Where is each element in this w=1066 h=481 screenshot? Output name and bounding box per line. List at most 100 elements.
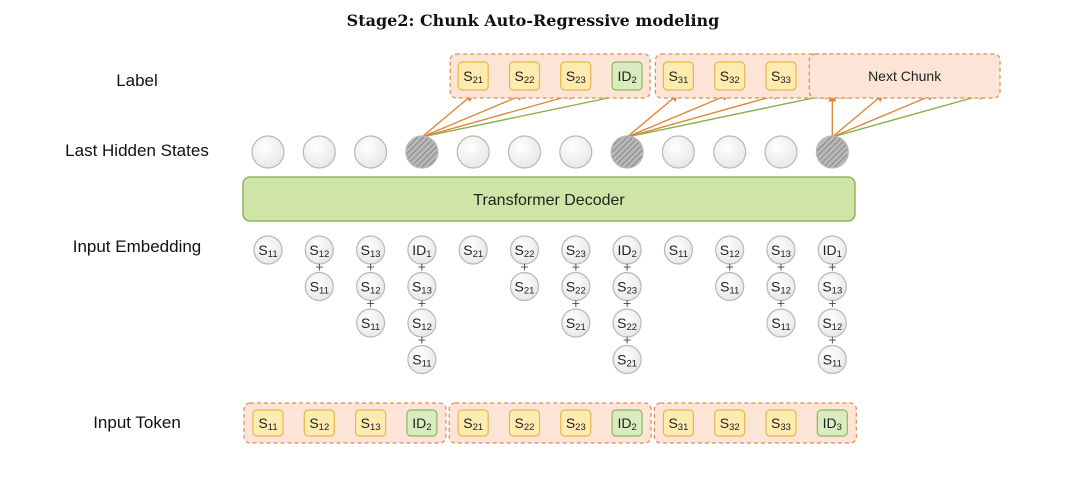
- hidden-state: [507, 135, 542, 169]
- input-token-label: S33: [771, 415, 791, 433]
- embedding-plus-sign: +: [828, 261, 837, 274]
- label-token-label: S32: [720, 68, 740, 86]
- embedding-plus-sign: +: [828, 297, 837, 310]
- embedding-node-label: S13: [361, 242, 381, 260]
- label-token-label: S31: [668, 68, 688, 86]
- row-label-label: Label: [116, 71, 158, 90]
- embedding-node: [356, 271, 386, 302]
- embedding-node: [561, 308, 591, 338]
- label-token-label: S22: [515, 68, 535, 86]
- embedding-plus-sign: +: [417, 261, 426, 274]
- embedding-node: [612, 308, 642, 338]
- input-token-label: S12: [309, 415, 329, 433]
- input-token-label: S13: [361, 415, 381, 433]
- embedding-node-label: S13: [822, 279, 842, 297]
- label-token-box: [508, 61, 541, 91]
- embedding-node: [253, 235, 283, 265]
- hidden-state: [713, 135, 747, 169]
- embedding-node: [817, 308, 847, 338]
- embedding-node: [766, 271, 796, 302]
- next-chunk-label: Next Chunk: [868, 68, 942, 84]
- embedding-plus-sign: +: [571, 261, 580, 274]
- input-token-chunk: [243, 402, 447, 444]
- transformer-decoder-box: [242, 176, 856, 222]
- embedding-node: [817, 235, 847, 265]
- embedding-node: [612, 235, 642, 265]
- embedding-node-label: S11: [669, 242, 688, 260]
- embedding-plus-sign: +: [520, 261, 529, 274]
- diagram-title: Stage2: Chunk Auto-Regressive modeling: [347, 11, 720, 30]
- input-token-box: [303, 409, 335, 437]
- embedding-node-label: S12: [822, 315, 842, 333]
- embedding-plus-sign: +: [622, 261, 631, 274]
- token-prediction-arrow: [421, 93, 526, 138]
- next-chunk-box: [808, 53, 1001, 99]
- embedding-node-label: S11: [823, 352, 842, 370]
- id-prediction-arrow: [626, 91, 834, 138]
- input-token-label: S22: [515, 415, 535, 433]
- embedding-node-label: S22: [515, 242, 535, 260]
- embedding-node-label: S12: [771, 279, 791, 297]
- input-token-box: [406, 409, 438, 437]
- input-token-box: [662, 409, 695, 437]
- embedding-node-label: S12: [309, 242, 329, 260]
- label-token-label: S23: [566, 68, 586, 86]
- embedding-node-label: S22: [566, 279, 586, 297]
- embedding-node-label: ID2: [617, 242, 636, 260]
- embedding-node: [407, 344, 437, 375]
- embedding-node: [407, 235, 437, 265]
- embedding-plus-sign: +: [828, 334, 837, 347]
- embedding-plus-sign: +: [417, 297, 426, 310]
- embedding-node-label: S11: [720, 279, 739, 297]
- token-prediction-arrow: [626, 93, 680, 138]
- embedding-node: [304, 235, 334, 265]
- embedding-node-label: S13: [412, 279, 432, 297]
- embedding-node-label: S23: [566, 242, 586, 260]
- embedding-plus-sign: +: [725, 261, 734, 274]
- label-token-box: [611, 61, 643, 91]
- embedding-plus-sign: +: [622, 334, 631, 347]
- embedding-plus-sign: +: [315, 261, 324, 274]
- embedding-node: [766, 308, 796, 338]
- embedding-node-label: S21: [617, 352, 637, 370]
- embedding-node-label: S11: [771, 315, 790, 333]
- input-token-chunk: [653, 402, 857, 444]
- input-token-label: S23: [566, 415, 586, 433]
- embedding-node-label: S21: [566, 315, 586, 333]
- token-prediction-arrow: [832, 93, 936, 138]
- input-token-label: S32: [720, 415, 740, 433]
- id-prediction-arrow: [832, 91, 988, 138]
- embedding-node: [356, 308, 386, 338]
- hidden-states-row: [251, 135, 849, 169]
- input-token-box: [457, 409, 489, 437]
- embedding-node: [509, 271, 540, 302]
- row-label-input-embedding: Input Embedding: [73, 237, 202, 256]
- input-token-box: [355, 409, 387, 437]
- row-label-input-token: Input Token: [93, 413, 181, 432]
- token-prediction-arrow: [626, 93, 731, 138]
- id-prediction-arrow: [421, 91, 628, 138]
- input-token-label: ID2: [617, 415, 636, 433]
- label-token-box: [457, 61, 489, 91]
- transformer-decoder-label: Transformer Decoder: [473, 192, 625, 209]
- label-token-label: S21: [463, 68, 483, 86]
- input-token-label: ID3: [823, 415, 842, 433]
- label-token-label: S33: [771, 68, 791, 86]
- label-token-box: [662, 61, 695, 91]
- embedding-node-label: ID1: [412, 242, 431, 260]
- hidden-state-chunk-end: [610, 135, 644, 169]
- embedding-node: [817, 344, 847, 375]
- hidden-state: [661, 135, 696, 169]
- prediction-arrows: [421, 91, 988, 138]
- embedding-node-label: S12: [720, 242, 740, 260]
- embedding-node: [612, 344, 642, 375]
- embedding-node: [715, 235, 745, 265]
- input-token-box: [816, 409, 848, 437]
- embedding-node: [612, 271, 642, 302]
- embedding-plus-sign: +: [571, 297, 580, 310]
- hidden-state: [456, 135, 490, 169]
- embedding-plus-sign: +: [622, 297, 631, 310]
- embedding-node: [304, 271, 334, 302]
- embedding-plus-sign: +: [417, 334, 426, 347]
